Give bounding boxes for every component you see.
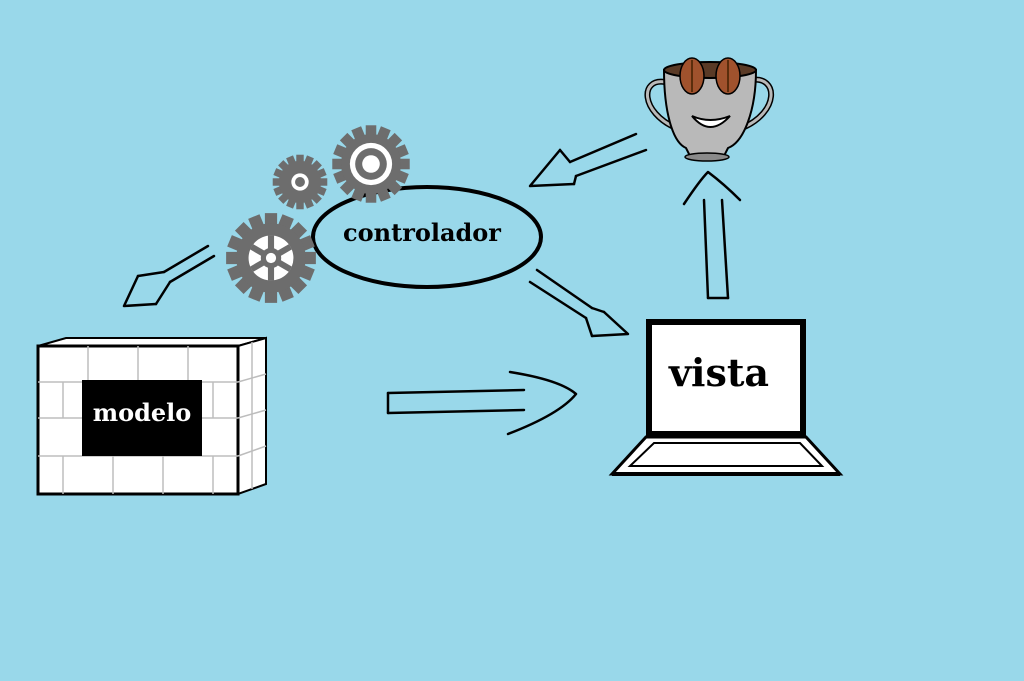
smiling-coffee-cup-icon bbox=[644, 57, 775, 162]
model-label: modelo bbox=[93, 398, 192, 427]
arrow-view-to-user bbox=[682, 170, 742, 300]
arrow-controller-to-model bbox=[122, 244, 216, 308]
brick-block-icon bbox=[36, 336, 267, 496]
laptop-screen bbox=[652, 325, 800, 431]
arrow-model-to-view bbox=[386, 370, 578, 436]
controller-label: controlador bbox=[343, 218, 501, 247]
medium-gear-icon bbox=[320, 113, 422, 215]
gears-icon bbox=[212, 113, 422, 317]
controller-ellipse bbox=[311, 185, 543, 289]
view-label: vista bbox=[668, 350, 769, 395]
small-gear-icon bbox=[264, 146, 336, 218]
large-gear-icon bbox=[212, 199, 330, 317]
model-node: modelo bbox=[36, 336, 267, 496]
view-node: vista bbox=[608, 319, 844, 476]
controller-node: controlador bbox=[212, 113, 543, 317]
model-label-panel bbox=[82, 380, 202, 456]
user-node bbox=[644, 57, 775, 162]
laptop-icon bbox=[608, 319, 844, 476]
arrow-user-to-controller bbox=[528, 132, 648, 188]
arrow-controller-to-view bbox=[528, 268, 630, 338]
